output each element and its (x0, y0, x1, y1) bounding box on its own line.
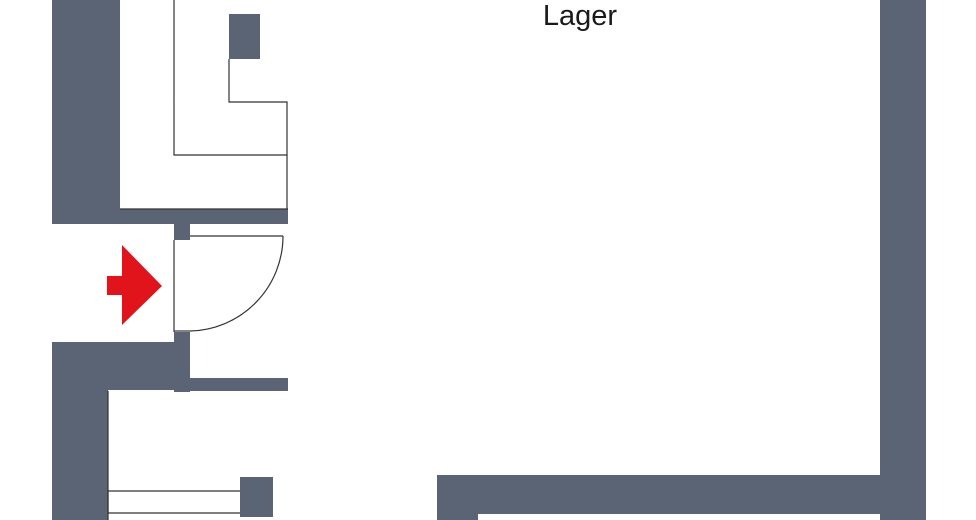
fixture-outline-upper (120, 0, 288, 210)
column-top (229, 14, 260, 59)
wall-upper-horizontal (52, 209, 288, 224)
wall-lower-horizontal-a (52, 342, 190, 390)
wall-bottom (437, 475, 926, 520)
entrance-arrow-icon (107, 245, 162, 325)
wall-left-upper (52, 0, 120, 224)
door-swing (173, 235, 284, 332)
window-lower-left (107, 391, 240, 520)
column-bottom (240, 477, 273, 517)
wall-bottom-inner-line (478, 514, 880, 520)
wall-lower-horizontal-c (174, 378, 288, 391)
wall-door-jamb-upper (174, 222, 190, 240)
room-label-lager: Lager (542, 0, 618, 32)
wall-right (880, 0, 926, 520)
wall-lower-horizontal-b (174, 332, 190, 392)
